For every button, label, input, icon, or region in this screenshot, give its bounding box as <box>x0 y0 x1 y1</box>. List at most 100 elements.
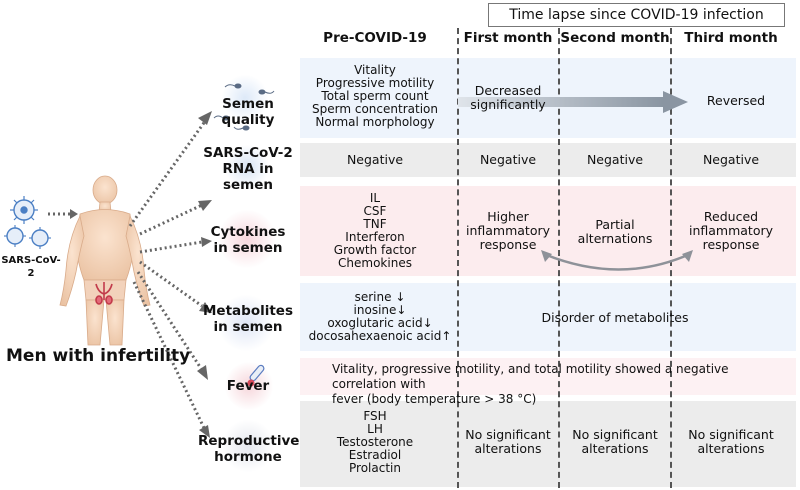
cytokines-blob <box>218 210 276 268</box>
semen-trend-arrow <box>458 91 688 113</box>
semen-item-sperm-concentration: Sperm concentration <box>312 102 438 116</box>
hormone-item-fsh: FSH <box>363 409 387 423</box>
hormone-second-line2: alterations <box>581 441 649 456</box>
virus-label: SARS-CoV-2 <box>1 255 61 279</box>
row-label-semen-quality: Semen quality <box>221 96 275 128</box>
hormone-third-line2: alterations <box>697 441 765 456</box>
time-lapse-box: Time lapse since COVID-19 infection <box>488 3 785 27</box>
rna-first: Negative <box>479 152 537 167</box>
cytokine-item-tnf: TNF <box>363 217 387 231</box>
subject-label: Men with infertility <box>6 346 191 366</box>
metabolites-band <box>300 283 796 351</box>
semen-item-total-sperm-count: Total sperm count <box>321 89 429 103</box>
hormone-first-line2: alterations <box>474 441 542 456</box>
hormone-item-estradiol: Estradiol <box>348 448 402 462</box>
cytokines-first-line2: inflammatory <box>465 223 551 238</box>
semen-item-normal-morphology: Normal morphology <box>315 115 435 129</box>
cytokines-third-line2: inflammatory <box>688 223 774 238</box>
rna-band <box>300 143 796 177</box>
rna-pre: Negative <box>346 152 404 167</box>
cytokines-first: Higher inflammatory response <box>458 210 558 252</box>
hormone-blob <box>222 420 274 472</box>
cytokines-label-line1: Cytokines <box>210 224 286 240</box>
divider-first-month <box>457 28 459 488</box>
cytokines-third-line1: Reduced <box>703 209 759 224</box>
semen-item-progressive-motility: Progressive motility <box>315 76 435 90</box>
cytokines-third: Reduced inflammatory response <box>671 210 791 252</box>
fever-blob <box>225 362 273 410</box>
hormone-label-line1: Reproductive <box>198 433 300 449</box>
cytokine-item-growth-factor: Growth factor <box>333 243 417 257</box>
row-label-metabolites: Metabolites in semen <box>198 303 298 335</box>
hormone-first: No significant alterations <box>458 428 558 456</box>
human-figure <box>59 175 151 346</box>
row-label-cytokines: Cytokines in semen <box>198 224 298 256</box>
branch-arrows <box>128 111 212 438</box>
semen-blob <box>222 75 268 121</box>
hormone-first-line1: No significant <box>465 427 551 442</box>
fever-text: Vitality, progressive motility, and tota… <box>332 362 792 407</box>
metabolite-item-serine: serine ↓ <box>354 290 406 304</box>
time-lapse-label: Time lapse since COVID-19 infection <box>509 7 764 23</box>
row-label-hormone: Reproductive hormone <box>198 433 300 465</box>
rna-blob <box>225 145 269 189</box>
cytokine-item-csf: CSF <box>363 204 387 218</box>
cytokines-first-line1: Higher <box>487 209 529 224</box>
hormone-label-line2: hormone <box>214 449 282 465</box>
semen-first-line1: Decreased <box>474 83 542 98</box>
cytokines-third-line3: response <box>702 237 760 252</box>
row-label-rna: SARS-CoV-2 RNA in semen <box>198 145 298 193</box>
fever-text-line1: Vitality, progressive motility, and tota… <box>332 362 729 391</box>
cytokine-item-interferon: Interferon <box>345 230 405 244</box>
hormone-item-prolactin: Prolactin <box>349 461 401 475</box>
infection-arrow <box>48 209 78 219</box>
rna-label-line2: RNA in semen <box>222 161 274 193</box>
cytokines-second: Partial alternations <box>559 218 671 246</box>
hormone-item-lh: LH <box>367 422 383 436</box>
metabolites-label-line1: Metabolites <box>203 303 293 319</box>
metabolite-item-oxoglutaric-acid: oxoglutaric acid↓ <box>327 316 433 330</box>
col-second-month: Second month <box>560 30 670 46</box>
divider-third-month <box>670 28 672 488</box>
hormone-third: No significant alterations <box>671 428 791 456</box>
metabolites-span: Disorder of metabolites <box>541 310 689 325</box>
rna-second: Negative <box>586 152 644 167</box>
hormone-item-testosterone: Testosterone <box>336 435 414 449</box>
col-first-month: First month <box>463 30 553 46</box>
semen-pre-list: Vitality Progressive motility Total sper… <box>300 64 450 129</box>
cytokines-label-line2: in semen <box>213 240 283 256</box>
cytokine-item-il: IL <box>369 191 381 205</box>
col-pre-covid: Pre-COVID-19 <box>323 30 427 46</box>
semen-item-vitality: Vitality <box>354 63 396 77</box>
semen-first-month: Decreased significantly <box>458 84 558 112</box>
cytokines-pre-list: IL CSF TNF Interferon Growth factor Chem… <box>300 192 450 270</box>
cytokines-second-line2: alternations <box>577 231 653 246</box>
fever-text-line2: fever (body temperature > 38 °C) <box>332 392 537 406</box>
semen-first-line2: significantly <box>470 97 546 112</box>
cytokines-curve-arrow <box>541 250 693 271</box>
hormone-third-line1: No significant <box>688 427 774 442</box>
metabolites-blob <box>218 295 274 351</box>
virus-icon <box>4 196 51 249</box>
cytokines-second-line1: Partial <box>595 217 635 232</box>
hormone-pre-list: FSH LH Testosterone Estradiol Prolactin <box>300 410 450 475</box>
col-third-month: Third month <box>684 30 778 46</box>
metabolite-item-inosine: inosine↓ <box>353 303 407 317</box>
hormone-band <box>300 401 796 487</box>
metabolites-label-line2: in semen <box>213 319 283 335</box>
rna-third: Negative <box>702 152 760 167</box>
hormone-second: No significant alterations <box>559 428 671 456</box>
metabolite-item-docosahexaenoic-acid: docosahexaenoic acid↑ <box>308 329 452 343</box>
semen-third-month: Reversed <box>706 93 766 108</box>
divider-second-month <box>558 28 560 488</box>
reproductive-organ-icon <box>95 282 113 305</box>
cytokines-first-line3: response <box>479 237 537 252</box>
row-label-fever: Fever <box>226 378 270 394</box>
cytokine-item-chemokines: Chemokines <box>338 256 412 270</box>
rna-label-line1: SARS-CoV-2 <box>203 145 293 161</box>
fever-band <box>300 358 796 395</box>
hormone-second-line1: No significant <box>572 427 658 442</box>
sperm-icon <box>213 83 275 131</box>
metabolites-pre-list: serine ↓ inosine↓ oxoglutaric acid↓ doco… <box>300 291 460 343</box>
